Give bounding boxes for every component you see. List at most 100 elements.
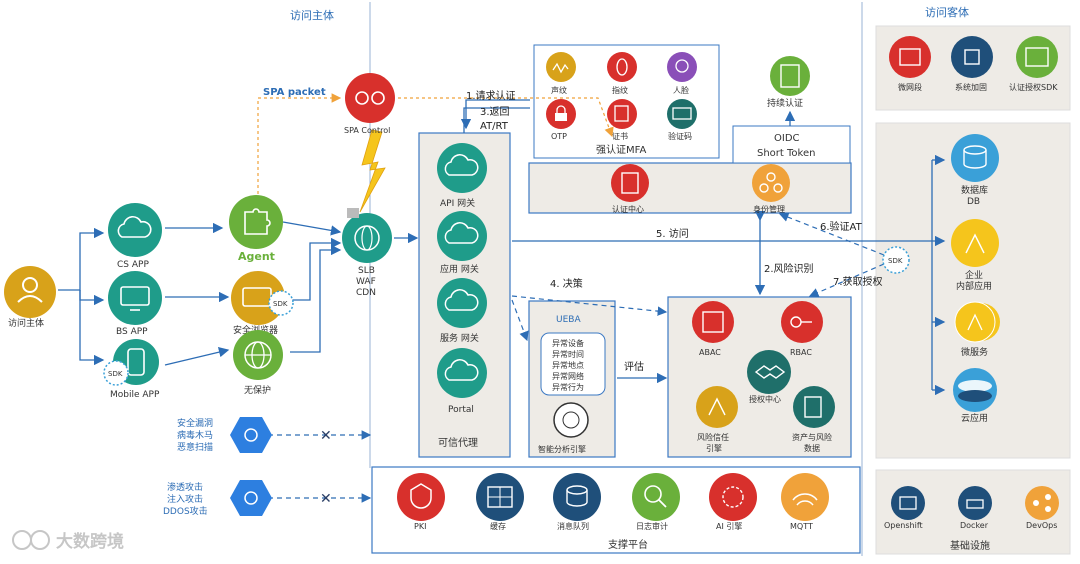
slb-line2: WAF	[356, 277, 376, 287]
pki-shield-icon	[397, 473, 445, 521]
mobile-app-node: SDK Mobile APP	[104, 339, 160, 400]
continuous-auth-node: 持续认证	[767, 56, 810, 109]
unprotected-node: 无保护	[233, 330, 283, 396]
threat-label: 渗透攻击	[167, 481, 203, 493]
threat-label: DDOS攻击	[163, 505, 208, 517]
support-label: 消息队列	[557, 521, 589, 531]
bs-app-label: BS APP	[116, 327, 148, 337]
flow-step1: 1.请求认证	[466, 89, 516, 102]
link-icon	[345, 73, 395, 123]
identity-mgmt-label: 身份管理	[753, 204, 785, 214]
identity-mgmt-node: 身份管理	[752, 164, 790, 214]
service-gateway-label: 服务 网关	[440, 332, 479, 344]
unprotected-label: 无保护	[244, 384, 271, 396]
support-label: 缓存	[490, 521, 506, 531]
watermark: 大数跨境	[13, 531, 124, 552]
support-platform-label: 支撑平台	[608, 538, 648, 551]
support-label: 日志审计	[636, 521, 668, 531]
mfa-item-label: 声纹	[551, 85, 567, 95]
sdk-badge-label: SDK	[108, 370, 123, 378]
continuous-auth-label: 持续认证	[767, 97, 803, 109]
cert-center-label: 认证中心	[612, 204, 644, 214]
threat-label: 恶意扫描	[177, 441, 213, 453]
captcha-icon	[667, 99, 697, 129]
ueba-anomaly: 异常设备	[552, 338, 584, 348]
compass-icon	[696, 386, 738, 428]
sdk-badge-label: SDK	[273, 300, 288, 308]
search-icon	[632, 473, 680, 521]
rbac-label: RBAC	[790, 348, 812, 357]
face-icon	[667, 52, 697, 82]
threat-hexagon-icon	[230, 480, 272, 516]
auth-panel	[529, 163, 851, 213]
bs-app-node: BS APP	[108, 271, 162, 337]
mfa-label: 强认证MFA	[596, 143, 646, 156]
cloud-network-icon	[437, 211, 487, 261]
threat-label: 注入攻击	[167, 493, 203, 505]
monitor-icon	[108, 271, 162, 325]
report-icon	[793, 386, 835, 428]
watermark-text: 大数跨境	[56, 531, 124, 552]
database-line1: 数据库	[961, 184, 988, 196]
spa-control-node: SPA Control	[344, 73, 395, 135]
internal-app-line1: 企业	[965, 269, 983, 281]
flow-step3-line1: 3.返回	[480, 106, 510, 118]
share-icon	[1025, 486, 1059, 520]
subject-header: 访问主体	[290, 8, 334, 22]
mfa-item-label: 指纹	[612, 85, 628, 95]
flow-step6: 6.验证AT	[820, 220, 863, 233]
checklist-icon	[692, 301, 734, 343]
block-x-icon: ✕	[320, 491, 332, 507]
mfa-item-label: OTP	[551, 132, 567, 141]
object-top-label: 系统加固	[955, 82, 987, 92]
flow-step7: 7.获取授权	[833, 275, 883, 288]
network-segment-icon	[889, 36, 931, 78]
flow-step3-line2: AT/RT	[480, 121, 509, 132]
infra-label: Openshift	[884, 521, 923, 530]
compass-icon	[951, 219, 999, 267]
subject-node: 访问主体	[4, 266, 56, 329]
object-top-label: 认证授权SDK	[1009, 82, 1058, 92]
mqtt-icon	[781, 473, 829, 521]
openshift-icon	[891, 486, 925, 520]
support-label: PKI	[414, 522, 426, 531]
mfa-item-label: 人脸	[673, 85, 689, 95]
risk-trust-line2: 引擎	[706, 443, 722, 453]
app-gateway-label: 应用 网关	[440, 263, 479, 275]
ueba-anomaly: 异常地点	[552, 360, 584, 370]
infra-docker: Docker	[958, 486, 992, 530]
system-hardening-node: 系统加固	[951, 36, 993, 92]
flow-evaluate: 评估	[624, 360, 644, 373]
certificate-icon	[607, 99, 637, 129]
puzzle-icon	[229, 195, 283, 249]
ueba-anomaly: 异常时间	[552, 349, 584, 359]
voiceprint-icon	[546, 52, 576, 82]
cert-center-node: 认证中心	[611, 164, 649, 214]
spa-control-label: SPA Control	[344, 126, 390, 135]
cloud-gear-icon	[108, 203, 162, 257]
cloud-app-label: 云应用	[961, 412, 988, 424]
agent-node: Agent	[229, 195, 283, 263]
support-label: MQTT	[790, 522, 813, 531]
threat-hexagon-icon	[230, 417, 272, 453]
api-gateway-label: API 网关	[440, 197, 475, 209]
asset-risk-line2: 数据	[804, 443, 820, 453]
slb-line1: SLB	[358, 266, 375, 276]
internal-app-node: 企业 内部应用	[951, 219, 999, 292]
cloud-network-icon	[437, 143, 487, 193]
ueba-anomaly: 异常行为	[552, 382, 584, 392]
risk-trust-line1: 风险信任	[697, 432, 729, 442]
sdk-icon	[1016, 36, 1058, 78]
badge-icon	[347, 208, 359, 218]
flow-step5: 5. 访问	[656, 227, 689, 240]
flow-step2: 2.风险识别	[764, 262, 814, 275]
secure-browser-node: SDK 安全浏览器	[231, 271, 293, 336]
sdk-badge-label: SDK	[888, 257, 903, 265]
mfa-item-label: 验证码	[668, 131, 692, 141]
infrastructure-label: 基础设施	[950, 539, 990, 552]
object-top-label: 微网段	[898, 82, 922, 92]
trusted-proxy-label: 可信代理	[438, 437, 478, 449]
slb-line3: CDN	[356, 288, 376, 298]
microservice-label: 微服务	[961, 346, 988, 358]
